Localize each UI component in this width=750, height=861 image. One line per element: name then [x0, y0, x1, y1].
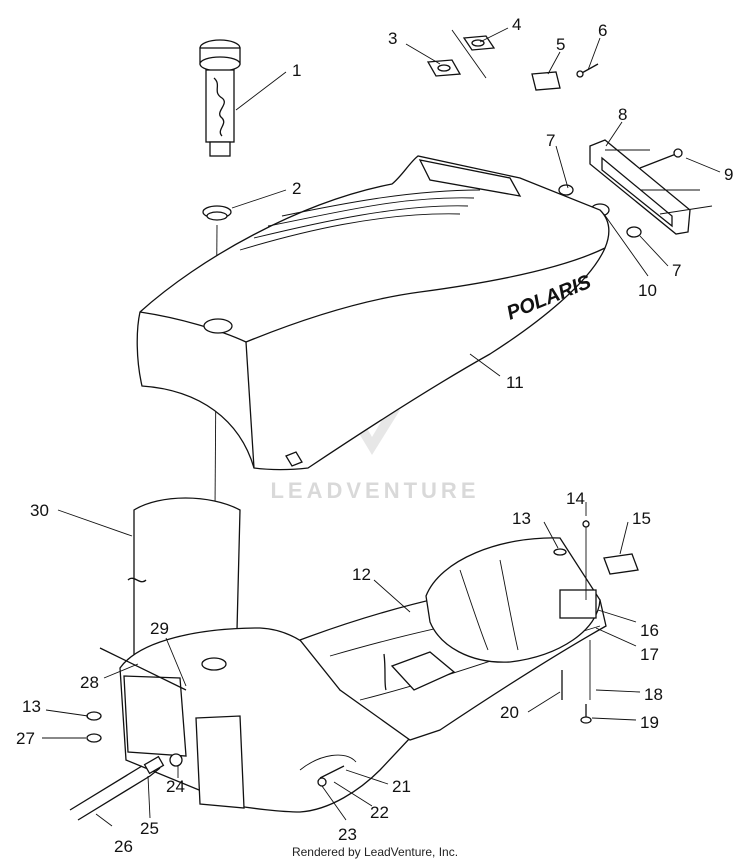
callout-23: 23 — [338, 825, 357, 844]
callout-1: 1 — [292, 61, 301, 80]
watermark-text: LEADVENTURE — [270, 478, 479, 503]
screw-9 — [639, 148, 683, 169]
bulb-7b — [626, 226, 642, 238]
callout-30: 30 — [30, 501, 49, 520]
callout-8: 8 — [618, 105, 627, 124]
seat: POLARIS — [136, 155, 610, 471]
callout-13a: 13 — [22, 697, 41, 716]
callout-25: 25 — [140, 819, 159, 838]
callout-24: 24 — [166, 777, 185, 796]
leader-lines — [42, 27, 721, 827]
callout-17: 17 — [640, 645, 659, 664]
callout-20: 20 — [500, 703, 519, 722]
callout-22: 22 — [370, 803, 389, 822]
callout-14: 14 — [566, 489, 585, 508]
callout-9: 9 — [724, 165, 733, 184]
bracket-15 — [603, 553, 639, 575]
callout-2: 2 — [292, 179, 301, 198]
callout-10: 10 — [638, 281, 657, 300]
callout-29: 29 — [150, 619, 169, 638]
callout-28: 28 — [80, 673, 99, 692]
washer-13b — [553, 548, 567, 556]
callout-15: 15 — [632, 509, 651, 528]
callout-4: 4 — [512, 15, 521, 34]
fuel-tank — [99, 627, 421, 813]
callout-7b: 7 — [672, 261, 681, 280]
callout-3: 3 — [388, 29, 397, 48]
callout-5: 5 — [556, 35, 565, 54]
fitting-23 — [317, 777, 327, 787]
callouts: 1 2 3 4 5 6 7 7 8 9 10 11 12 13 14 15 16… — [16, 15, 733, 856]
callout-26: 26 — [114, 837, 133, 856]
credit-text: Rendered by LeadVenture, Inc. — [292, 845, 458, 859]
rear-bag — [425, 537, 601, 663]
callout-6: 6 — [598, 21, 607, 40]
callout-27: 27 — [16, 729, 35, 748]
callout-13b: 13 — [512, 509, 531, 528]
fitting-21 — [319, 765, 345, 779]
badge-3 — [426, 59, 462, 77]
screw-6 — [576, 63, 599, 78]
callout-11: 11 — [506, 373, 524, 392]
washer-13a — [86, 711, 102, 721]
badge-4 — [451, 29, 496, 79]
callout-12: 12 — [352, 565, 371, 584]
grommet — [202, 205, 232, 221]
plate — [531, 71, 561, 91]
fuel-line — [69, 753, 183, 821]
nut-27 — [86, 733, 102, 743]
callout-7a: 7 — [546, 131, 555, 150]
screw-14 — [582, 520, 590, 600]
callout-19: 19 — [640, 713, 659, 732]
bulb-7a — [558, 184, 574, 196]
heat-panel — [127, 497, 251, 671]
fuel-cap — [199, 39, 241, 157]
taillight-housing — [589, 139, 713, 235]
callout-16: 16 — [640, 621, 659, 640]
callout-21: 21 — [392, 777, 411, 796]
screw-19 — [580, 704, 592, 724]
callout-18: 18 — [644, 685, 663, 704]
